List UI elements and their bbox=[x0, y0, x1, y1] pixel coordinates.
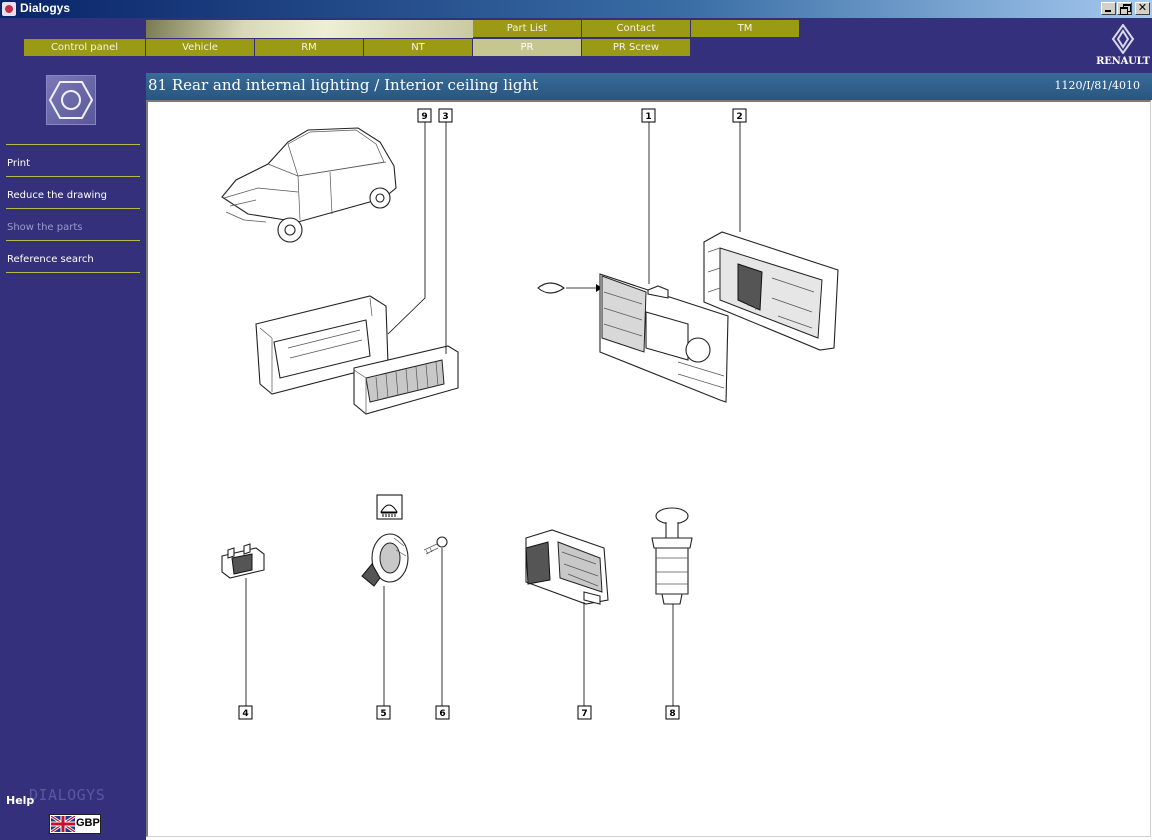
print-link[interactable]: Print bbox=[7, 158, 31, 169]
reference-search-link[interactable]: Reference search bbox=[7, 254, 94, 265]
callout-4: 4 bbox=[238, 705, 253, 720]
renault-logo: RENAULT bbox=[1094, 24, 1152, 68]
dialogys-watermark: DIALOGYS bbox=[29, 786, 106, 804]
tab-pr-screw[interactable]: PR Screw bbox=[582, 39, 691, 56]
help-link[interactable]: Help bbox=[6, 794, 35, 807]
svg-text:1: 1 bbox=[645, 112, 651, 122]
callout-6: 6 bbox=[435, 705, 450, 720]
callout-3: 3 bbox=[438, 108, 453, 123]
part-4-switch bbox=[221, 543, 265, 579]
minimize-button[interactable] bbox=[1101, 2, 1116, 15]
nav-divider bbox=[6, 240, 140, 241]
callout-2: 2 bbox=[732, 108, 747, 123]
show-parts-link: Show the parts bbox=[7, 222, 83, 233]
uk-flag-icon bbox=[51, 816, 75, 832]
reduce-drawing-link[interactable]: Reduce the drawing bbox=[7, 190, 107, 201]
nav-divider bbox=[6, 144, 140, 145]
callout-8: 8 bbox=[665, 705, 680, 720]
renault-diamond-icon bbox=[1111, 24, 1135, 54]
page-title: 81 Rear and internal lighting / Interior… bbox=[148, 76, 539, 94]
page-heading: 81 Rear and internal lighting / Interior… bbox=[146, 73, 1152, 100]
tab-nt[interactable]: NT bbox=[364, 39, 473, 56]
restore-button[interactable] bbox=[1117, 2, 1132, 15]
language-button[interactable]: GBP bbox=[49, 814, 101, 834]
parts-drawing: 9 3 1 2 4 5 6 7 bbox=[146, 100, 1151, 837]
nav-divider bbox=[6, 208, 140, 209]
part-3-light-unit bbox=[353, 345, 459, 415]
part-6-screw bbox=[423, 536, 448, 555]
svg-text:5: 5 bbox=[380, 709, 386, 719]
part-7-switch-unit bbox=[525, 529, 609, 605]
lamp-symbol bbox=[537, 282, 602, 294]
tab-tm[interactable]: TM bbox=[691, 20, 800, 37]
tab-vehicle[interactable]: Vehicle bbox=[146, 39, 255, 56]
callout-7: 7 bbox=[577, 705, 592, 720]
svg-text:2: 2 bbox=[736, 112, 742, 122]
page-reference: 1120/I/81/4010 bbox=[1054, 79, 1140, 92]
tab-contact[interactable]: Contact bbox=[582, 20, 691, 37]
language-code: GBP bbox=[76, 817, 100, 829]
tab-pr[interactable]: PR bbox=[473, 39, 582, 56]
callout-5: 5 bbox=[376, 705, 391, 720]
callout-1: 1 bbox=[641, 108, 656, 123]
window-titlebar: Dialogys ✕ bbox=[0, 0, 1152, 18]
app-icon bbox=[2, 2, 16, 16]
nav-divider bbox=[6, 272, 140, 273]
leader-lines bbox=[245, 122, 741, 706]
svg-text:8: 8 bbox=[669, 709, 675, 719]
car-illustration bbox=[221, 127, 397, 243]
parts-diagram: 9 3 1 2 4 5 6 7 bbox=[221, 108, 839, 720]
part-1-ceiling-light-cover bbox=[599, 273, 729, 403]
svg-text:7: 7 bbox=[581, 709, 587, 719]
sidebar: Print Reduce the drawing Show the parts … bbox=[0, 73, 146, 840]
nav-divider bbox=[6, 176, 140, 177]
part-5-lamp-socket bbox=[361, 533, 409, 587]
close-button[interactable]: ✕ bbox=[1135, 1, 1150, 15]
svg-text:9: 9 bbox=[421, 112, 427, 122]
tab-part-list[interactable]: Part List bbox=[473, 20, 582, 37]
app-header: Part List Contact TM Control panel Vehic… bbox=[0, 18, 1152, 73]
part-2-ceiling-light-housing bbox=[703, 231, 839, 351]
brand-name: RENAULT bbox=[1096, 56, 1150, 67]
hex-bolt-icon bbox=[46, 75, 96, 125]
close-icon: ✕ bbox=[1137, 1, 1148, 14]
part-8-plunger bbox=[651, 507, 693, 605]
callout-9: 9 bbox=[417, 108, 432, 123]
tab-rm[interactable]: RM bbox=[255, 39, 364, 56]
tab-control-panel[interactable]: Control panel bbox=[24, 39, 146, 56]
svg-text:6: 6 bbox=[439, 709, 445, 719]
bulb-symbol bbox=[376, 494, 403, 520]
header-banner bbox=[146, 20, 473, 38]
window-title: Dialogys bbox=[20, 1, 71, 15]
svg-text:3: 3 bbox=[442, 112, 448, 122]
svg-text:4: 4 bbox=[242, 709, 248, 719]
